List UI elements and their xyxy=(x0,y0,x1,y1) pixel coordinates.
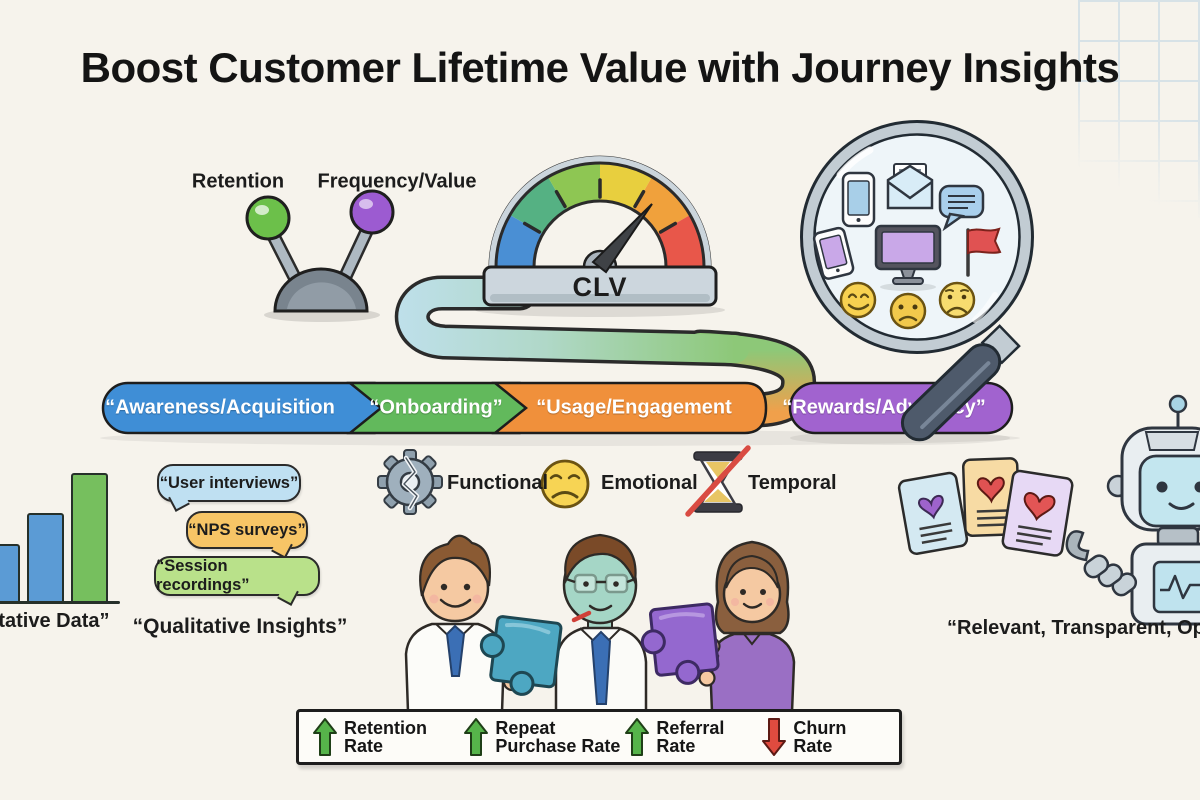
up-arrow-icon xyxy=(464,718,489,756)
crossed-hourglass-icon xyxy=(685,445,751,517)
functional-label: Functional xyxy=(447,472,549,494)
chat-bubble-icon xyxy=(938,184,985,232)
robot-chest-screen xyxy=(1152,560,1200,614)
card-2 xyxy=(961,457,1021,537)
stage-label-usage: “Usage/Engagement xyxy=(536,396,732,419)
emoji-neutral-icon xyxy=(889,292,927,330)
flag-icon xyxy=(966,227,1002,277)
metric-churn-rate: Churn Rate xyxy=(762,717,885,757)
tablet-icon xyxy=(812,226,855,280)
puzzle-piece-teal xyxy=(479,615,563,696)
monitor-icon xyxy=(874,224,942,291)
metric-referral-rate: Referral Rate xyxy=(625,717,762,757)
frequency-value-label: Frequency/Value xyxy=(317,170,477,193)
robot-claw xyxy=(1065,530,1090,562)
stage-label-awareness: “Awareness/Acquisition xyxy=(105,396,335,419)
metric-label: Churn Rate xyxy=(793,717,847,756)
bubble-text: “User interviews” xyxy=(159,473,299,492)
puzzle-piece-purple xyxy=(640,602,720,685)
metric-label: Repeat Purchase Rate xyxy=(495,717,621,756)
messaging-note: “Relevant, Transparent, Opt-Out” xyxy=(947,617,1200,639)
up-arrow-icon xyxy=(313,718,337,756)
stage-shape-awareness xyxy=(101,381,408,435)
bubble-text: “Session recordings” xyxy=(156,557,250,594)
card-1 xyxy=(897,471,969,556)
gauge-needle xyxy=(591,203,653,274)
emotional-label: Emotional xyxy=(601,472,698,494)
quantitative-label: “Quantitative Data” xyxy=(0,610,110,632)
metrics-panel: Retention Rate Repeat Purchase Rate Refe… xyxy=(296,709,902,765)
retention-label: Retention xyxy=(191,170,285,193)
stage-label-onboarding: “Onboarding” xyxy=(369,396,503,419)
metric-retention-rate: Retention Rate xyxy=(313,717,464,757)
stage-shape-usage xyxy=(491,381,768,435)
emoji-happy-icon xyxy=(839,281,877,319)
robot-antenna xyxy=(1168,394,1188,414)
magnifier-handle xyxy=(900,343,1002,442)
email-icon xyxy=(886,163,934,210)
heart-icon xyxy=(976,476,1005,504)
grid-pattern xyxy=(1078,0,1200,218)
temporal-label: Temporal xyxy=(748,472,837,494)
person-center xyxy=(554,533,648,714)
robot-arm xyxy=(1083,554,1138,597)
bubble-user-interviews: “User interviews” xyxy=(157,464,301,512)
robot xyxy=(1065,394,1200,626)
bubble-text: “NPS surveys” xyxy=(188,520,306,539)
broken-gear-icon xyxy=(377,449,443,515)
emoji-worried-icon xyxy=(938,281,976,319)
heart-icon xyxy=(918,494,944,520)
metric-label: Referral Rate xyxy=(656,717,725,756)
robot-face-screen xyxy=(1138,454,1200,528)
metric-label: Retention Rate xyxy=(344,717,427,756)
down-arrow-icon xyxy=(762,718,787,756)
sad-face-icon xyxy=(540,459,590,509)
up-arrow-icon xyxy=(625,718,650,756)
quant-bar xyxy=(27,513,64,603)
heart-icon xyxy=(1023,492,1056,522)
gauge-arc xyxy=(496,163,704,268)
bubble-session-recordings: “Session recordings” xyxy=(154,556,320,606)
qualitative-label: “Qualitative Insights” xyxy=(132,614,348,638)
gauge-ticks xyxy=(522,178,678,234)
page-title: Boost Customer Lifetime Value with Journ… xyxy=(80,44,1120,91)
bubble-nps-surveys: “NPS surveys” xyxy=(186,511,308,559)
clv-label: CLV xyxy=(572,271,628,302)
smartphone-icon xyxy=(841,171,876,228)
quant-axis xyxy=(0,601,120,604)
card-3 xyxy=(1001,469,1074,557)
metric-repeat-purchase-rate: Repeat Purchase Rate xyxy=(464,717,625,757)
